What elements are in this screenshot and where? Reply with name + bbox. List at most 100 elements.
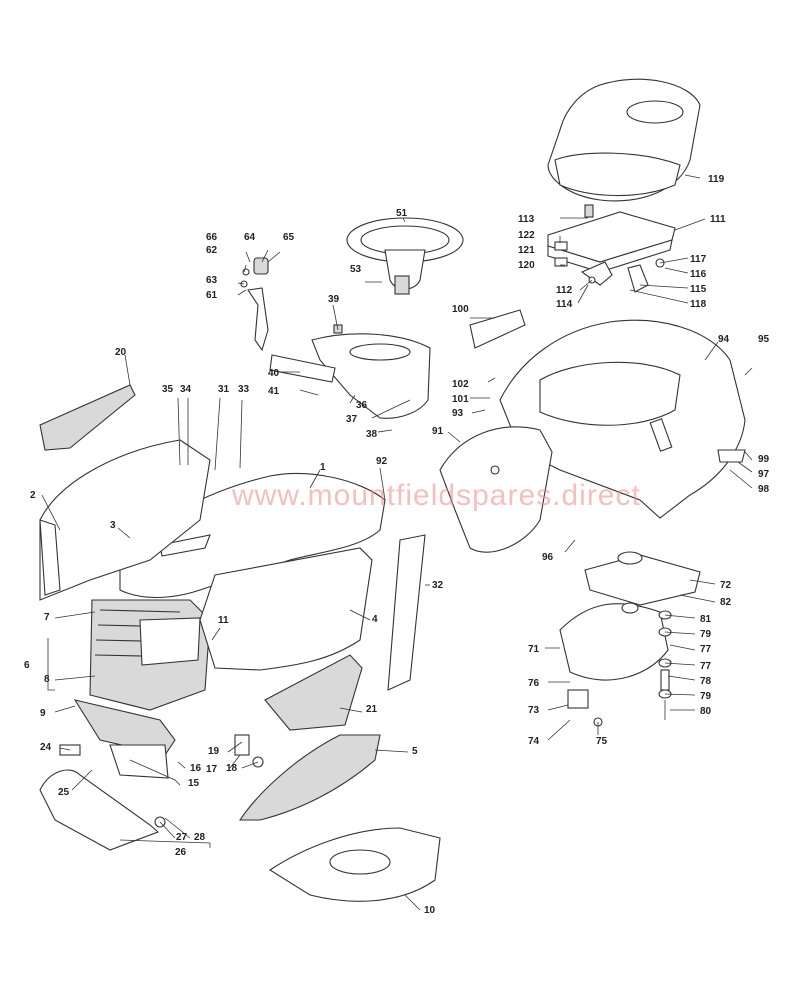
callout-77: 77 [700,644,712,655]
callout-63: 63 [206,275,218,286]
front-grille-part[interactable] [89,599,211,711]
callout-79: 79 [700,691,712,702]
rear-panel-part[interactable] [469,309,526,349]
callout-31: 31 [218,384,230,395]
callout-40: 40 [268,368,280,379]
callout-116: 116 [690,269,707,280]
callout-120: 120 [518,260,535,271]
callout-53: 53 [350,264,362,275]
fuel-tank-part[interactable] [559,551,701,681]
callout-5: 5 [412,746,418,757]
callout-64: 64 [244,232,256,243]
panel-20-part[interactable] [39,384,136,451]
callout-51: 51 [396,208,408,219]
seat-plate-part[interactable] [547,204,676,273]
side-panel-part[interactable] [199,547,373,671]
callout-38: 38 [366,429,378,440]
callout-80: 80 [700,706,712,717]
callout-122: 122 [518,230,535,241]
callout-79: 79 [700,629,712,640]
callout-78: 78 [700,676,712,687]
callout-37: 37 [346,414,358,425]
callout-39: 39 [328,294,340,305]
callout-32: 32 [432,580,444,591]
callout-18: 18 [226,763,238,774]
callout-3: 3 [110,520,116,531]
callout-93: 93 [452,408,464,419]
callout-1: 1 [320,462,326,473]
callout-19: 19 [208,746,220,757]
dash-console-part[interactable] [269,324,431,419]
callout-98: 98 [758,484,770,495]
callout-16: 16 [190,763,202,774]
callout-11: 11 [218,615,229,626]
callout-36: 36 [356,400,368,411]
callout-72: 72 [720,580,732,591]
callout-4: 4 [372,614,378,625]
callout-101: 101 [452,394,469,405]
callout-71: 71 [528,644,540,655]
watermark-text: www.mountfieldspares.direct [231,479,641,512]
callout-20: 20 [115,347,127,358]
callout-99: 99 [758,454,770,465]
callout-121: 121 [518,245,535,256]
panel-5-part[interactable] [238,734,381,821]
callout-100: 100 [452,304,469,315]
callout-33: 33 [238,384,250,395]
callout-35: 35 [162,384,174,395]
panel-21-part[interactable] [264,654,363,731]
steering-wheel-part[interactable] [346,217,464,295]
callout-92: 92 [376,456,388,467]
callout-15: 15 [188,778,200,789]
callout-8: 8 [44,674,50,685]
callout-81: 81 [700,614,712,625]
callout-74: 74 [528,736,540,747]
callout-115: 115 [690,284,707,295]
seat-part[interactable] [547,78,701,202]
callout-65: 65 [283,232,295,243]
callout-91: 91 [432,426,444,437]
callout-73: 73 [528,705,540,716]
callout-21: 21 [366,704,378,715]
rear-shroud-part[interactable] [439,426,553,553]
callout-9: 9 [40,708,46,719]
callout-102: 102 [452,379,469,390]
throttle-lever-part[interactable] [240,257,269,352]
side-strip-part[interactable] [387,534,426,691]
front-frame-part[interactable] [39,519,61,596]
callout-2: 2 [30,490,36,501]
ignition-part[interactable] [234,734,264,768]
callout-17: 17 [206,764,218,775]
callout-95: 95 [758,334,770,345]
callout-61: 61 [206,290,218,301]
callout-41: 41 [268,386,280,397]
callout-82: 82 [720,597,732,608]
callout-76: 76 [528,678,540,689]
callout-27: 27 [176,832,188,843]
callout-10: 10 [424,905,436,916]
callout-6: 6 [24,660,30,671]
callout-96: 96 [542,552,554,563]
callout-114: 114 [556,299,573,310]
callout-62: 62 [206,245,218,256]
callout-112: 112 [556,285,573,296]
callout-97: 97 [758,469,770,480]
callout-24: 24 [40,742,52,753]
callout-77: 77 [700,661,712,672]
callout-25: 25 [58,787,70,798]
callout-75: 75 [596,736,608,747]
callout-111: 111 [710,214,726,225]
leader-lines [41,174,753,911]
mudguard-bracket-part[interactable] [717,449,746,463]
callout-119: 119 [708,174,725,185]
left-side-frame-part[interactable] [39,439,211,601]
lower-front-part[interactable] [73,699,176,779]
callout-117: 117 [690,254,707,265]
callout-34: 34 [180,384,192,395]
rear-mudguard-part[interactable] [499,319,746,519]
footplate-part[interactable] [268,827,441,902]
callout-94: 94 [718,334,730,345]
callout-118: 118 [690,299,707,310]
